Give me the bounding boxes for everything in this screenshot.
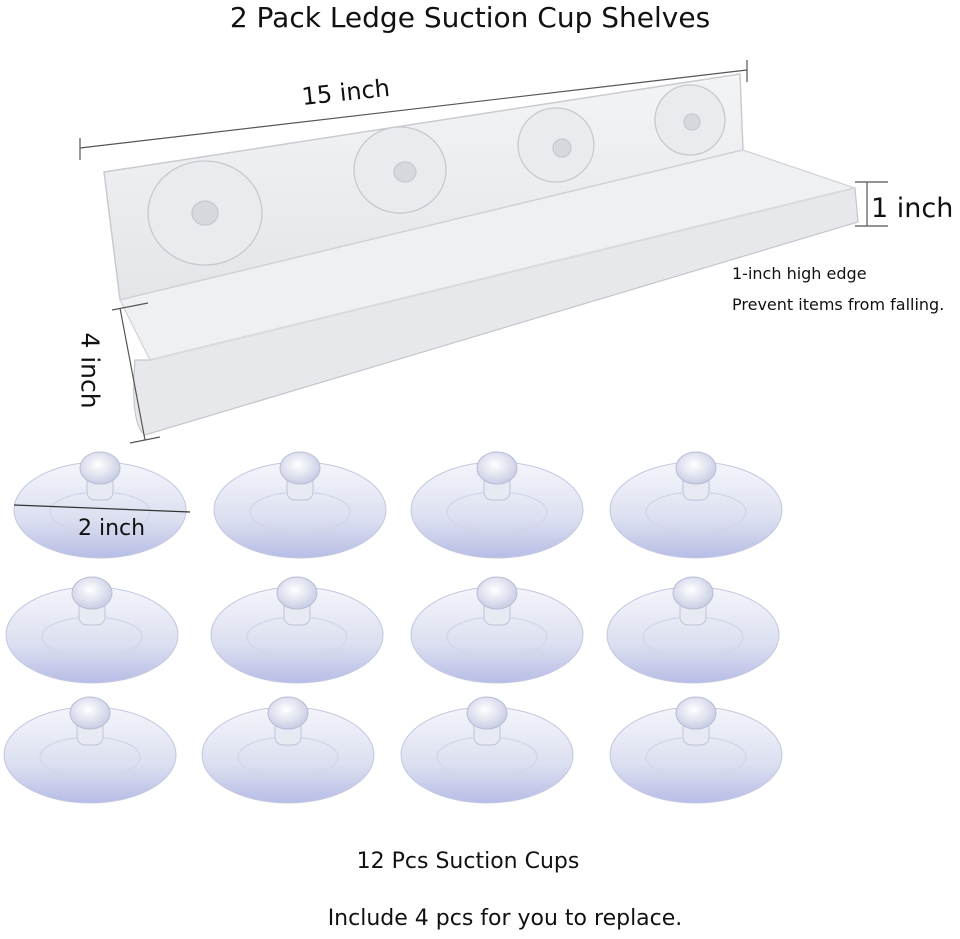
replace-caption: Include 4 pcs for you to replace.: [327, 906, 683, 931]
depth-dimension-line: [111, 302, 161, 444]
suction-cup: [400, 696, 574, 804]
edge-note-line2: Prevent items from falling.: [732, 295, 945, 314]
suction-cup: [13, 451, 187, 559]
suction-cup: [210, 576, 384, 684]
edge-height-bracket: [855, 181, 888, 227]
shelf-suction-cups: [147, 84, 726, 266]
suction-cup: [5, 576, 179, 684]
length-dimension-line: [79, 60, 748, 160]
suction-cup: [609, 451, 783, 559]
depth-label: 4 inch: [75, 332, 105, 409]
diameter-label: 2 inch: [78, 516, 146, 541]
page-title: 2 Pack Ledge Suction Cup Shelves: [229, 1, 711, 34]
suction-cup: [606, 576, 780, 684]
edge-height-label: 1 inch: [871, 193, 954, 224]
suction-cup-grid: [3, 451, 783, 804]
suction-cup: [213, 451, 387, 559]
suction-cup: [3, 696, 177, 804]
acrylic-shelf: [103, 73, 859, 436]
edge-note-line1: 1-inch high edge: [732, 264, 867, 283]
diameter-dimension-line: [13, 504, 191, 513]
cups-caption: 12 Pcs Suction Cups: [356, 849, 580, 874]
suction-cup: [410, 451, 584, 559]
suction-cup: [410, 576, 584, 684]
suction-cup: [609, 696, 783, 804]
suction-cup: [201, 696, 375, 804]
